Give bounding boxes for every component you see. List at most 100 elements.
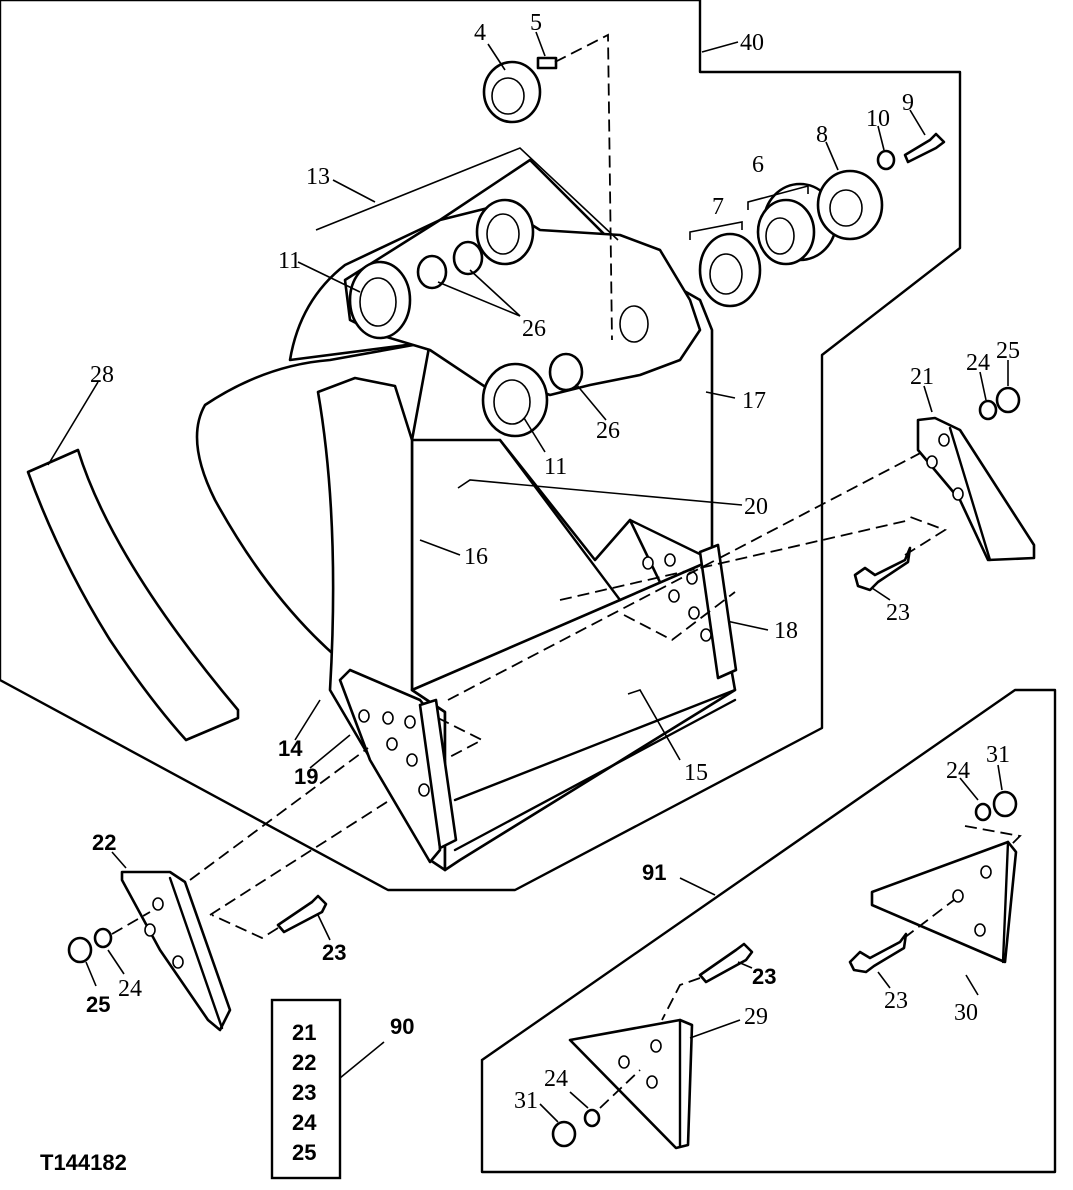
part-29-kit91-cutter — [568, 1018, 694, 1150]
leader-26-upper — [437, 269, 521, 317]
part-22-hole-b — [144, 923, 156, 937]
callout-24-right: 24 — [966, 350, 990, 376]
part-9-bolt — [903, 132, 946, 164]
part-28-strip — [26, 448, 240, 742]
leader-28 — [47, 381, 99, 466]
dashed-right-bolt — [904, 514, 948, 556]
bracket-6 — [747, 184, 809, 210]
part-10-lockwasher — [876, 149, 896, 171]
callout-24-kit91-right: 24 — [946, 758, 970, 784]
leader-40 — [701, 41, 739, 53]
upper-pin-bore — [486, 213, 520, 255]
dashed-kit91-right-top — [964, 825, 1022, 847]
right-dashed-outline — [623, 591, 736, 642]
part-11-upper-bore — [359, 277, 397, 327]
callout-31-kit91-left: 31 — [514, 1088, 538, 1114]
leader-31-kit91-left — [539, 1103, 559, 1123]
callout-19: 19 — [294, 764, 318, 789]
part-22-cutter-edge — [168, 876, 224, 1030]
part-29-hole-c — [646, 1075, 658, 1089]
dashed-left-bolt — [211, 914, 279, 940]
callout-14: 14 — [278, 736, 303, 761]
part-6-shim-pack-bore — [765, 217, 795, 255]
callout-18: 18 — [774, 618, 798, 644]
part-31-kit91-left-nut — [551, 1120, 577, 1148]
center-line-4 — [554, 33, 613, 341]
leader-9 — [909, 109, 926, 136]
bucket-edge-line-a — [498, 438, 622, 602]
callout-30: 30 — [954, 1000, 978, 1026]
callout-26-lower: 26 — [596, 418, 620, 444]
leader-24-kit91-right — [959, 777, 979, 801]
callout-16: 16 — [464, 544, 488, 570]
leader-10 — [877, 125, 885, 151]
callout-31-kit91-right: 31 — [986, 742, 1010, 768]
leader-24-left — [107, 949, 125, 975]
dashed-kit91-left-bolt — [661, 977, 701, 1021]
part-30-cutter-edge — [1001, 840, 1010, 964]
part-31-kit91-right-nut — [992, 790, 1018, 818]
part-24-kit91-left-washer — [583, 1108, 601, 1128]
leader-24-kit91-left — [569, 1091, 589, 1109]
part-30-hole-a — [980, 865, 992, 879]
kit-90-item-1: 21 — [292, 1020, 316, 1045]
callout-8: 8 — [816, 122, 828, 148]
callout-90: 90 — [390, 1014, 414, 1039]
callout-5: 5 — [530, 10, 542, 36]
callout-11-upper: 11 — [278, 248, 301, 274]
leader-19 — [309, 734, 351, 769]
part-30-hole-b — [952, 889, 964, 903]
kit-90-item-2: 22 — [292, 1050, 316, 1075]
part-25-right-nut — [995, 386, 1021, 414]
part-24-kit91-right-washer — [974, 802, 992, 822]
leader-15 — [627, 689, 681, 761]
leader-13 — [332, 179, 376, 203]
callout-22: 22 — [92, 830, 116, 855]
side-pin-bore — [619, 305, 649, 343]
left-cutter-hole-group — [358, 709, 430, 797]
part-23-left-bolt — [276, 894, 328, 934]
bucket-edge-line-d — [453, 698, 737, 852]
callout-7: 7 — [712, 194, 724, 220]
attach-line-right-upper — [447, 447, 931, 701]
bucket-bottom — [410, 558, 737, 872]
leader-24-right — [979, 371, 987, 401]
attach-line-right-lower — [559, 519, 911, 601]
figure-id: T144182 — [40, 1150, 127, 1175]
callout-23-right: 23 — [886, 600, 910, 626]
part-24-left-lockwasher — [93, 927, 113, 949]
part-21-hole-c — [952, 487, 964, 501]
callout-24-kit91-left: 24 — [544, 1066, 568, 1092]
part-21-right-cutter — [916, 416, 1036, 562]
part-23-kit91-left-bolt — [698, 942, 754, 984]
callout-26-upper: 26 — [522, 316, 546, 342]
assembly-40-boundary — [0, 0, 962, 892]
part-30-hole-c — [974, 923, 986, 937]
leader-14 — [294, 699, 321, 741]
kit-90-box — [270, 998, 342, 1180]
callout-23-left: 23 — [322, 940, 346, 965]
part-4-cap-inner — [491, 77, 525, 115]
callout-25-left: 25 — [86, 992, 110, 1017]
part-21-cutter-edge — [948, 426, 992, 562]
part-25-left-nut — [67, 936, 93, 964]
leader-17 — [705, 391, 736, 399]
callout-24-left: 24 — [118, 976, 142, 1002]
part-23-right-bolt — [853, 546, 912, 592]
part-26-lower-bushing — [548, 352, 584, 392]
leader-23-right — [871, 587, 891, 601]
leader-5 — [535, 31, 546, 57]
part-29-hole-b — [618, 1055, 630, 1069]
bucket-edge-line-c — [453, 688, 737, 802]
leader-4 — [487, 43, 506, 71]
leader-11-lower — [523, 417, 546, 453]
leader-29 — [689, 1019, 741, 1039]
callout-23-kit91-left: 23 — [752, 964, 776, 989]
leader-21 — [923, 385, 933, 413]
bracket-7 — [689, 221, 743, 240]
callout-40: 40 — [740, 30, 764, 56]
callout-13: 13 — [306, 164, 330, 190]
callout-6: 6 — [752, 152, 764, 178]
callout-29: 29 — [744, 1004, 768, 1030]
bucket-edge-line-b — [628, 518, 714, 562]
